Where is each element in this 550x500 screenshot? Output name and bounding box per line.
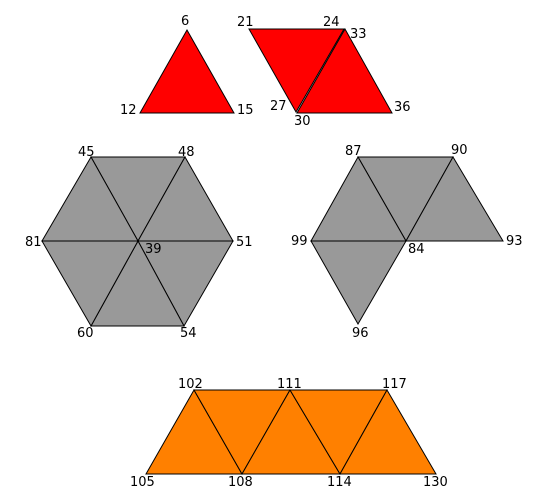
vertex-label-111: 111: [277, 377, 302, 392]
triangles-layer: [41, 27, 504, 476]
vertex-label-96: 96: [352, 326, 369, 341]
vertex-label-130: 130: [423, 475, 448, 490]
triangle-90-93-84: [405, 155, 504, 242]
vertex-label-36: 36: [394, 100, 411, 115]
vertex-label-108: 108: [228, 475, 253, 490]
vertex-label-93: 93: [506, 234, 523, 249]
triangle-33-30-36: [296, 27, 393, 114]
triangle-117-114-130: [339, 388, 437, 475]
vertex-label-54: 54: [180, 326, 197, 341]
vertex-label-15: 15: [237, 103, 254, 118]
vertex-label-90: 90: [451, 143, 468, 158]
vertex-label-102: 102: [178, 377, 203, 392]
vertex-label-51: 51: [236, 235, 253, 250]
triangle-6-12-15: [139, 28, 235, 114]
vertex-label-30: 30: [294, 114, 311, 129]
vertex-label-60: 60: [77, 326, 94, 341]
vertex-label-81: 81: [25, 235, 42, 250]
vertex-label-39: 39: [145, 242, 162, 257]
vertex-label-87: 87: [345, 144, 362, 159]
vertex-label-105: 105: [130, 475, 155, 490]
vertex-label-33: 33: [350, 27, 367, 42]
vertex-label-21: 21: [237, 15, 254, 30]
vertex-label-6: 6: [181, 14, 189, 29]
vertex-label-117: 117: [382, 377, 407, 392]
vertex-label-114: 114: [327, 475, 352, 490]
vertex-labels-layer: 6 12 15 21 24 33 27 30 36 45 48 81 39 51 60 54 87 90 99 84 9…: [25, 14, 523, 490]
vertex-label-48: 48: [178, 145, 195, 160]
single-red-triangle: [139, 28, 235, 114]
triangle-81-45-39: [41, 155, 139, 242]
vertex-label-99: 99: [291, 234, 308, 249]
vertex-label-84: 84: [408, 242, 425, 257]
vertex-label-24: 24: [323, 15, 340, 30]
red-parallelogram: [248, 27, 393, 114]
triangle-21-24-27: [248, 28, 345, 114]
gray-hexagon: [41, 155, 234, 328]
vertex-label-45: 45: [78, 145, 95, 160]
triangle-99-84-96: [310, 240, 407, 326]
orange-strip: [145, 388, 437, 476]
vertex-label-27: 27: [270, 99, 287, 114]
gray-cluster: [310, 155, 504, 326]
vertex-label-12: 12: [120, 103, 137, 118]
